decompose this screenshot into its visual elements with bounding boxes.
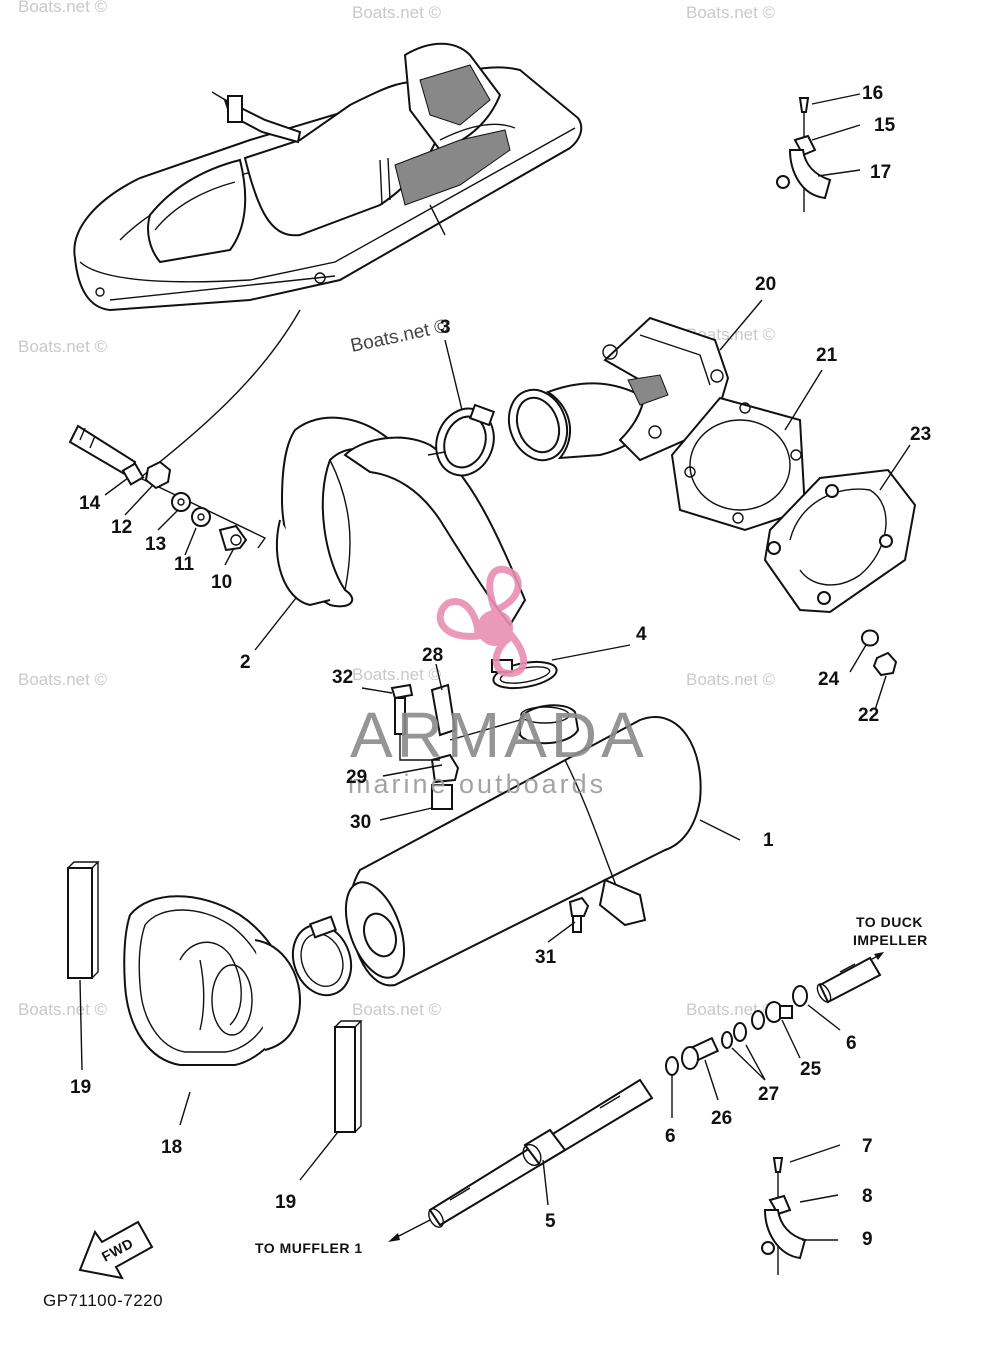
part-label-19: 19 <box>70 1077 91 1098</box>
part-label-4: 4 <box>636 624 647 645</box>
part-label-22: 22 <box>858 705 879 726</box>
part-label-3: 3 <box>440 317 451 338</box>
rubber-boot-part-18 <box>123 895 302 1066</box>
part-label-30: 30 <box>350 812 371 833</box>
forward-arrow-icon: FWD <box>78 1220 154 1280</box>
part-label-31: 31 <box>535 947 557 968</box>
part-label-27: 27 <box>758 1084 779 1105</box>
part-label-26: 26 <box>711 1108 732 1129</box>
diagram-part-code: GP71100-7220 <box>43 1291 163 1310</box>
brand-tagline: marine outboards <box>348 769 606 799</box>
part-label-9: 9 <box>862 1229 873 1250</box>
clamp-part-3 <box>435 403 496 477</box>
part-label-16: 16 <box>862 83 883 104</box>
part-label-20: 20 <box>755 274 776 295</box>
clamp-muffler-inlet <box>291 915 353 997</box>
watermark-text: Boats.net © <box>18 670 108 689</box>
watermark-text: Boats.net © <box>18 1000 108 1019</box>
part-label-25: 25 <box>800 1059 822 1080</box>
to-muffler-note: TO MUFFLER 1 <box>255 1240 363 1256</box>
part-label-21: 21 <box>816 345 838 366</box>
fitting-parts-6-25-26-27 <box>665 952 884 1076</box>
propeller-logo-icon <box>436 565 528 677</box>
part-label-6: 6 <box>665 1126 676 1147</box>
part-label-24: 24 <box>818 669 840 690</box>
exhaust-pipe-part-2 <box>275 416 527 627</box>
part-label-6: 6 <box>846 1033 857 1054</box>
bracket-parts-28-29-30-32 <box>390 683 460 810</box>
part-label-15: 15 <box>874 115 896 136</box>
part-label-19: 19 <box>275 1192 296 1213</box>
armada-brand-watermark: ARMADA marine outboards <box>348 565 648 799</box>
brand-name: ARMADA <box>350 699 648 771</box>
watermark-text: Boats.net © <box>352 1000 442 1019</box>
part-label-13: 13 <box>145 534 166 555</box>
part-label-2: 2 <box>240 652 251 673</box>
part-label-10: 10 <box>211 572 232 593</box>
clamp-part-4 <box>491 659 558 690</box>
part-label-11: 11 <box>174 554 195 575</box>
part-label-1: 1 <box>763 830 774 851</box>
part-label-12: 12 <box>111 517 132 538</box>
foam-pad-part-19-right <box>334 1020 363 1133</box>
part-label-23: 23 <box>910 424 931 445</box>
part-label-8: 8 <box>862 1186 873 1207</box>
part-label-28: 28 <box>422 645 443 666</box>
plate-part-23 <box>763 468 917 614</box>
diagram-notes: TO DUCK IMPELLER TO MUFFLER 1 <box>255 914 928 1256</box>
watermark-text: Boats.net © <box>18 337 108 356</box>
part-label-14: 14 <box>79 493 101 514</box>
foam-pad-part-19-left <box>67 861 100 979</box>
part-label-32: 32 <box>332 667 353 688</box>
watercraft-illustration <box>73 42 583 479</box>
watermark-text: Boats.net © <box>686 670 776 689</box>
hose-part-14-assembly <box>68 424 267 552</box>
hose-part-5-assembly <box>388 1078 654 1242</box>
part-number-labels: 1 2 3 4 5 6 6 7 8 9 10 11 12 13 14 15 16… <box>70 83 931 1250</box>
to-duck-note: TO DUCK <box>856 914 923 930</box>
watermark-text: Boats.net © <box>352 665 442 684</box>
part-label-7: 7 <box>862 1136 873 1157</box>
part-label-5: 5 <box>545 1211 556 1232</box>
fastener-parts-22-24 <box>860 629 898 677</box>
part-label-17: 17 <box>870 162 891 183</box>
hose-clamp-parts-7-8-9 <box>761 1157 807 1275</box>
watermark-group: Boats.net © Boats.net © Boats.net © Boat… <box>18 0 776 1019</box>
to-duck-note-line2: IMPELLER <box>853 932 928 948</box>
part-label-29: 29 <box>346 767 367 788</box>
watermark-text: Boats.net © <box>686 3 776 22</box>
leader-lines <box>79 93 911 1241</box>
watermark-text: Boats.net © <box>349 316 451 357</box>
hose-clamp-parts-15-16-17 <box>776 97 832 212</box>
bolt-part-31 <box>568 896 590 933</box>
watermark-text: Boats.net © <box>18 0 108 16</box>
part-label-18: 18 <box>161 1137 182 1158</box>
watermark-text: Boats.net © <box>352 3 442 22</box>
muffler-part-1 <box>344 704 702 987</box>
